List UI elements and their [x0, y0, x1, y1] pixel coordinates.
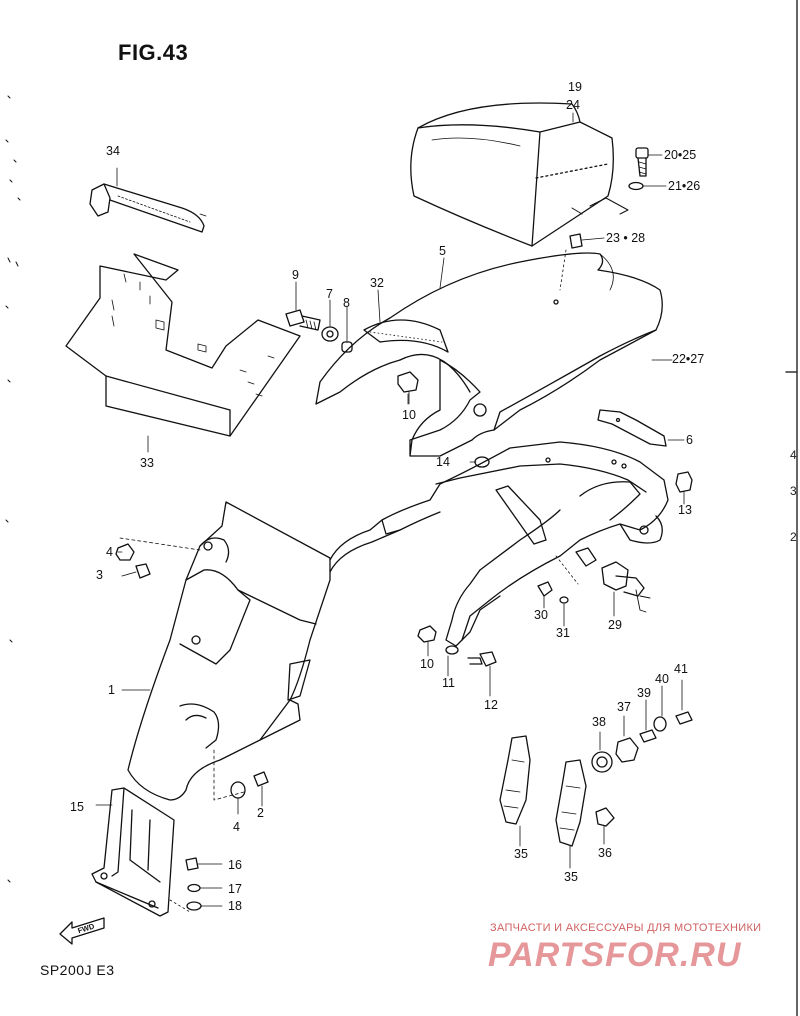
nut-13-part [675, 471, 693, 505]
fwd-text: FWD [77, 921, 97, 935]
frame-fastener-set-part [417, 625, 497, 697]
seat-rail-frame-part [329, 441, 669, 647]
nut-36-part [595, 807, 615, 845]
forward-arrow-icon [59, 917, 105, 945]
callout-31: 31 [556, 626, 570, 640]
nut-upper-part [397, 371, 419, 405]
callout-5: 5 [439, 244, 446, 258]
callout-10-lower: 10 [420, 657, 434, 671]
leader-lines [117, 112, 673, 691]
callout-13: 13 [678, 503, 692, 517]
callout-19: 19 [568, 80, 582, 94]
figure-title: FIG.43 [118, 40, 189, 65]
fender-band-part [363, 319, 449, 353]
bracket-part [597, 409, 685, 447]
callout-23-28: 23 • 28 [606, 231, 646, 245]
reflector-mount-set-part [591, 679, 693, 773]
callout-30: 30 [534, 608, 548, 622]
callout-40: 40 [655, 672, 669, 686]
reflector-bracket-right-part [555, 759, 587, 869]
callout-41: 41 [674, 662, 688, 676]
callout-29: 29 [608, 618, 622, 632]
callout-32: 32 [370, 276, 384, 290]
callout-24: 24 [566, 98, 580, 112]
right-page-border [785, 0, 798, 1016]
callout-1: 1 [108, 683, 115, 697]
seat-part [410, 102, 629, 247]
callout-9: 9 [292, 268, 299, 282]
callout-16: 16 [228, 858, 242, 872]
license-screw-set-part [169, 857, 223, 913]
edge-mark-middle: 3 [790, 484, 797, 498]
callout-18: 18 [228, 899, 242, 913]
fender-fastener-lower-part [230, 771, 269, 815]
callout-21-26: 21•26 [668, 179, 701, 193]
callout-38: 38 [592, 715, 606, 729]
strap-part [89, 167, 207, 233]
callout-14: 14 [436, 455, 450, 469]
callout-10-upper: 10 [402, 408, 416, 422]
callout-34: 34 [106, 144, 120, 158]
fender-bolt-set-part [285, 309, 353, 353]
mud-flap-sheet-part [65, 253, 301, 453]
callout-35-left: 35 [514, 847, 528, 861]
callout-4-lower: 4 [233, 820, 240, 834]
seat-rubber-part [559, 233, 605, 291]
callout-7: 7 [326, 287, 333, 301]
callout-8: 8 [343, 296, 350, 310]
callout-11: 11 [442, 676, 455, 690]
seat-bolt-part [628, 147, 667, 191]
callout-4-upper: 4 [106, 545, 113, 559]
callout-33: 33 [140, 456, 154, 470]
callout-3: 3 [96, 568, 103, 582]
scan-specks [5, 95, 21, 883]
model-code: SP200J E3 [40, 962, 115, 978]
callout-22-27: 22•27 [672, 352, 705, 366]
helmet-lock-part [601, 561, 651, 617]
callout-20-25: 20•25 [664, 148, 697, 162]
edge-mark-top: 4 [790, 448, 797, 462]
fender-fastener-upper-part [115, 543, 151, 579]
rear-fender-cover-part [315, 252, 663, 457]
rear-fender-part [119, 501, 331, 801]
screw-washer-30-31-part [537, 555, 579, 627]
callout-37: 37 [617, 700, 631, 714]
watermark-logo: PARTSFOR.RU [488, 936, 742, 974]
callout-12: 12 [484, 698, 498, 712]
callout-2: 2 [257, 806, 264, 820]
edge-mark-bottom: 2 [790, 530, 797, 544]
callout-36: 36 [598, 846, 612, 860]
callout-35-right: 35 [564, 870, 578, 884]
watermark-caption: ЗАПЧАСТИ И АКСЕССУАРЫ ДЛЯ МОТОТЕХНИКИ [490, 922, 762, 934]
callout-39: 39 [637, 686, 651, 700]
callout-15: 15 [70, 800, 84, 814]
license-bracket-part [91, 787, 175, 917]
callout-6: 6 [686, 433, 693, 447]
fwd-label: FWD [77, 921, 97, 935]
callout-17: 17 [228, 882, 242, 896]
reflector-bracket-left-part [499, 735, 531, 847]
